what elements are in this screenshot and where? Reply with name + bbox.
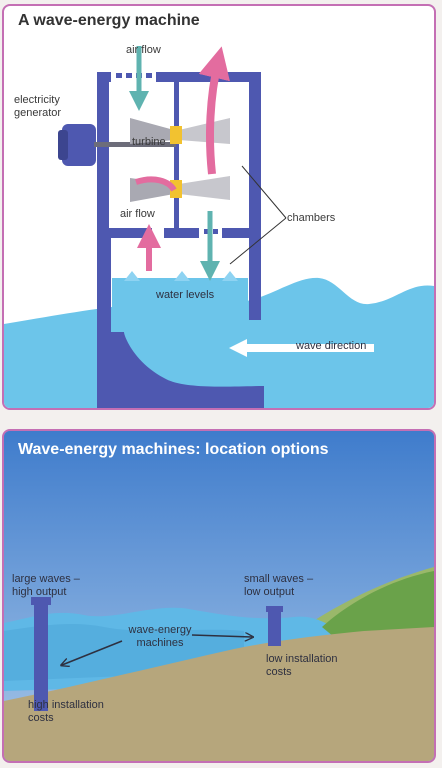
- turbine-label: turbine: [132, 136, 166, 148]
- page-title: A wave-energy machine: [18, 12, 200, 29]
- turbine-icon: [130, 118, 230, 202]
- air-flow-top-label: air flow: [126, 44, 161, 56]
- wave-energy-machine-panel: A wave-energy machine air flow electrici…: [2, 4, 436, 410]
- air-flow-up-arrow: [198, 46, 230, 175]
- machines-label: wave-energy machines: [128, 624, 192, 649]
- small-waves-label: small waves – low output: [244, 573, 314, 598]
- large-waves-label: large waves – high output: [12, 573, 80, 598]
- electricity-generator-label: electricity generator: [14, 94, 62, 119]
- pointer-arrow-right: [191, 635, 252, 637]
- location-options-diagram: [4, 431, 434, 761]
- low-costs-label: low installation costs: [266, 653, 338, 678]
- electricity-generator-icon: [58, 124, 176, 166]
- chambers-label: chambers: [287, 212, 336, 224]
- wave-direction-label: wave direction: [296, 340, 367, 352]
- location-options-panel: Wave-energy machines: location options l…: [2, 429, 436, 763]
- water-level-arrows: [124, 271, 238, 281]
- high-costs-label: high installation costs: [28, 699, 104, 724]
- air-flow-curve-arrow: [135, 176, 177, 192]
- wave-direction-arrow: [229, 339, 374, 357]
- location-options-title: Wave-energy machines: location options: [18, 441, 329, 458]
- wave-energy-machine-deep: [31, 597, 51, 711]
- chamber-water: [112, 278, 248, 318]
- air-flow-bottom-label: air flow: [120, 208, 155, 220]
- water-levels-label: water levels: [156, 289, 215, 301]
- seabed: [4, 627, 434, 761]
- wave-machine-diagram: [4, 46, 434, 408]
- chambers-pointer-lines: [229, 165, 287, 265]
- grass-hill: [322, 571, 434, 637]
- pointer-arrow-left: [62, 640, 123, 665]
- wave-energy-machine-shallow: [266, 606, 283, 646]
